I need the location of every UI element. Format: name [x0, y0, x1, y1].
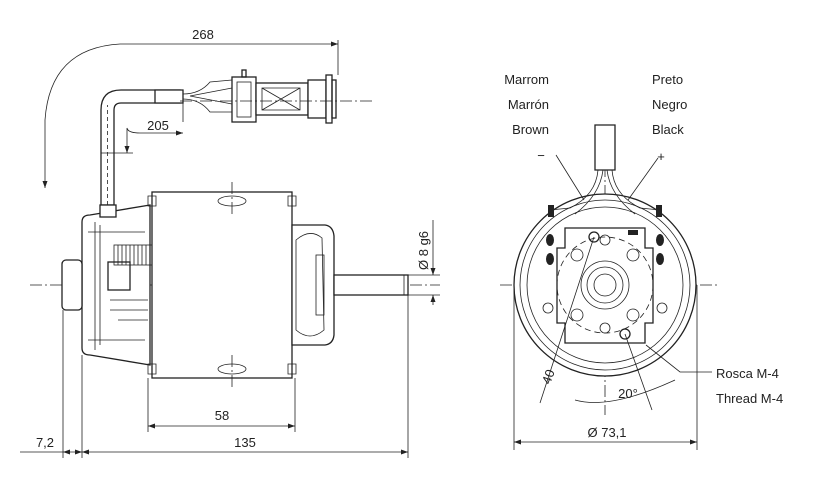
motor-body: [151, 191, 293, 379]
side-view: [30, 69, 440, 388]
wire-clip-left: [548, 205, 554, 217]
wire-pos-es: Negro: [652, 97, 687, 112]
wire-neg-en: Brown: [512, 122, 549, 137]
dim-dia-line: [513, 285, 698, 450]
brush-block: [107, 261, 131, 291]
front-bearing: [315, 254, 325, 316]
hub-inner: [593, 273, 617, 297]
thread-leader: [645, 344, 712, 373]
thread-label-en: Thread M-4: [716, 391, 783, 406]
terminals: [110, 299, 148, 321]
wire-pos-symbol: +: [657, 149, 665, 164]
front-view: [500, 124, 720, 415]
screw-holes: [542, 231, 668, 340]
dim-58: 58: [215, 408, 229, 423]
body-clamps: [147, 195, 297, 375]
wire-neg-pt: Marrom: [504, 72, 549, 87]
wire-neg-es: Marrón: [508, 97, 549, 112]
dim-58-line: [147, 378, 296, 432]
cable-wires: [182, 79, 233, 113]
front-cover-detail: [295, 233, 325, 337]
connector-housing: [231, 76, 257, 123]
wire-neg-symbol: −: [537, 148, 545, 163]
dim-268-line: [44, 40, 339, 188]
rear-cover-detail: [88, 222, 145, 350]
dim-205-arrows: [124, 130, 183, 153]
front-cable: [594, 124, 616, 171]
side-dimensions: 268 205 58 135 7,2 Ø 8 g6: [20, 27, 440, 458]
front-wires: [549, 169, 661, 215]
connector-ring: [331, 79, 337, 119]
housing-outer: [513, 193, 697, 377]
dim-shaft-line: [408, 220, 440, 305]
dim-135: 135: [234, 435, 256, 450]
housing-inner: [519, 199, 691, 371]
connector-plug: [307, 79, 327, 119]
connector-cross: [261, 87, 301, 111]
connector-inner: [236, 81, 252, 118]
dim-20: 20°: [618, 386, 638, 401]
dim-20-arc: [574, 379, 676, 403]
dim-shaft: Ø 8 g6: [416, 231, 431, 270]
rear-cover: [81, 204, 151, 366]
cable: [100, 89, 181, 206]
wire-leaders: [555, 154, 659, 201]
thread-label-pt: Rosca M-4: [716, 366, 779, 381]
dim-40-line: [539, 236, 653, 411]
mount-slots: [546, 230, 664, 265]
cable-sleeve: [154, 89, 184, 104]
dim-diameter: Ø 73,1: [587, 425, 626, 440]
dim-205: 205: [147, 118, 169, 133]
wire-clip-right: [656, 205, 662, 217]
commutator: [117, 245, 151, 265]
dim-268: 268: [192, 27, 214, 42]
rear-bearing: [61, 259, 83, 311]
wire-pos-pt: Preto: [652, 72, 683, 87]
front-labels: Marrom Marrón Brown − Preto Negro Black …: [504, 72, 783, 450]
dim-shaft-arrows: [430, 268, 436, 302]
cable-clamp: [99, 204, 117, 218]
wire-pos-en: Black: [652, 122, 684, 137]
brush-plate: [556, 227, 654, 344]
dim-40: 40: [539, 367, 558, 386]
dim-7-2: 7,2: [36, 435, 54, 450]
connector-seal: [325, 74, 333, 124]
front-cover: [291, 224, 335, 346]
connector-latch: [241, 69, 247, 78]
dim-205-line: [101, 103, 184, 154]
shaft: [333, 274, 409, 296]
hub-outer: [580, 260, 630, 310]
hub-mid: [586, 266, 624, 304]
dim-135-line: [20, 295, 409, 458]
housing-rim: [526, 206, 684, 364]
